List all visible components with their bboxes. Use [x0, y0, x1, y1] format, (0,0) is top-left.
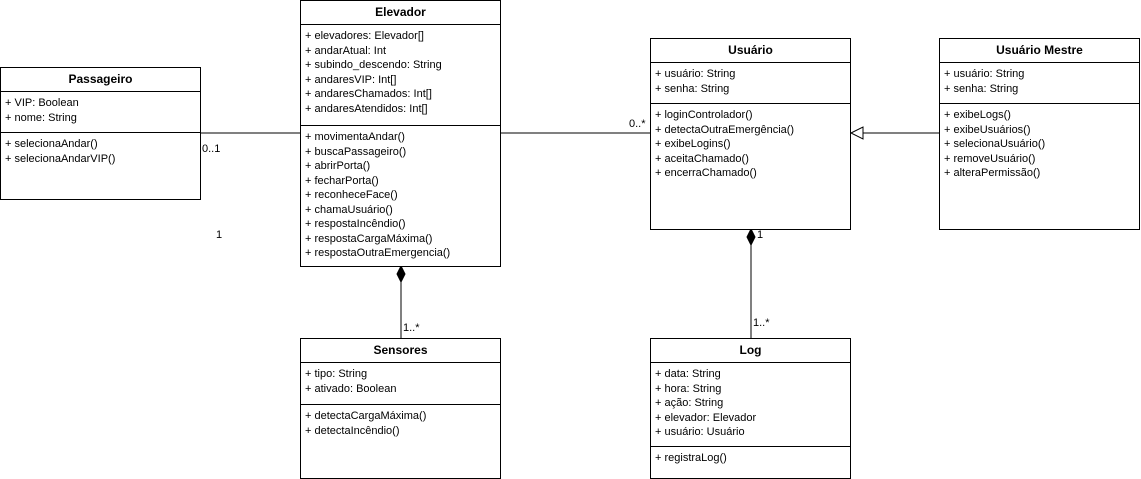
attribute: + ação: String [655, 397, 724, 409]
attribute: + andarAtual: Int [305, 44, 387, 57]
methods-section: + selecionaAndar() + selecionaAndarVIP() [1, 133, 200, 166]
method: + respostaIncêndio() [305, 218, 406, 230]
method: + exibeLogins() [655, 138, 731, 150]
method: + buscaPassageiro() [305, 145, 407, 158]
attribute: + data: String [655, 368, 721, 380]
attribute: + nome: String [5, 111, 77, 124]
attribute: + senha: String [655, 82, 730, 95]
method: + detectaOutraEmergência() [655, 123, 795, 136]
class-log[interactable]: Log + data: String + hora: String + ação… [650, 338, 851, 479]
attribute: + senha: String [944, 82, 1019, 95]
generalization-arrowhead [849, 126, 864, 140]
attribute: + andaresChamados: Int[] [305, 88, 432, 100]
attribute: + usuário: String [944, 68, 1025, 80]
class-title: Sensores [301, 339, 500, 363]
composition-diamond-elevador [396, 264, 406, 284]
attributes-section: + data: String + hora: String + ação: St… [651, 363, 850, 447]
attribute: + VIP: Boolean [5, 97, 79, 109]
class-passageiro[interactable]: Passageiro + VIP: Boolean + nome: String… [0, 67, 201, 200]
method: + respostaOutraEmergencia() [305, 247, 451, 259]
class-title: Passageiro [1, 68, 200, 92]
class-title: Usuário Mestre [940, 39, 1139, 63]
method: + exibeUsuários() [944, 123, 1031, 136]
method: + registraLog() [655, 452, 727, 464]
class-title: Log [651, 339, 850, 363]
attribute: + elevador: Elevador [655, 411, 757, 424]
multiplicity-elevador-sensores: 1..* [403, 322, 420, 334]
multiplicity-passageiro-elevador: 0..1 [202, 143, 221, 155]
attributes-section: + elevadores: Elevador[] + andarAtual: I… [301, 25, 500, 126]
class-title: Elevador [301, 1, 500, 25]
method: + reconheceFace() [305, 189, 398, 201]
attributes-section: + usuário: String + senha: String [651, 63, 850, 104]
method: + loginControlador() [655, 109, 753, 121]
methods-section: + movimentaAndar() + buscaPassageiro() +… [301, 126, 500, 261]
attribute: + tipo: String [305, 368, 368, 380]
multiplicity-usuario-log-bottom: 1..* [753, 317, 770, 329]
method: + aceitaChamado() [655, 152, 749, 165]
class-usuario-mestre[interactable]: Usuário Mestre + usuário: String + senha… [939, 38, 1140, 230]
method: + exibeLogs() [944, 109, 1011, 121]
method: + detectaIncêndio() [305, 424, 400, 437]
attribute: + andaresAtendidos: Int[] [305, 102, 428, 115]
attribute: + hora: String [655, 382, 722, 395]
class-sensores[interactable]: Sensores + tipo: String + ativado: Boole… [300, 338, 501, 479]
composition-diamond-usuario [746, 227, 756, 247]
methods-section: + exibeLogs() + exibeUsuários() + seleci… [940, 104, 1139, 181]
method: + selecionaAndarVIP() [5, 152, 116, 165]
attributes-section: + usuário: String + senha: String [940, 63, 1139, 104]
multiplicity-usuario-log-top: 1 [757, 229, 764, 241]
class-usuario[interactable]: Usuário + usuário: String + senha: Strin… [650, 38, 851, 230]
method: + abrirPorta() [305, 160, 371, 172]
attributes-section: + tipo: String + ativado: Boolean [301, 363, 500, 405]
methods-section: + detectaCargaMáxima() + detectaIncêndio… [301, 405, 500, 438]
class-elevador[interactable]: Elevador + elevadores: Elevador[] + anda… [300, 0, 501, 267]
method: + selecionaUsuário() [944, 138, 1046, 150]
attribute: + subindo_descendo: String [305, 59, 442, 71]
attributes-section: + VIP: Boolean + nome: String [1, 92, 200, 133]
method: + chamaUsuário() [305, 203, 393, 216]
attribute: + usuário: Usuário [655, 426, 745, 438]
method: + detectaCargaMáxima() [305, 410, 427, 422]
attribute: + usuário: String [655, 68, 736, 80]
method: + selecionaAndar() [5, 138, 98, 150]
method: + removeUsuário() [944, 152, 1036, 165]
methods-section: + loginControlador() + detectaOutraEmerg… [651, 104, 850, 181]
multiplicity-elevador-usuario: 0..* [629, 118, 646, 130]
class-title: Usuário [651, 39, 850, 63]
multiplicity-stray-one: 1 [216, 229, 223, 241]
method: + movimentaAndar() [305, 131, 405, 143]
attribute: + andaresVIP: Int[] [305, 73, 397, 86]
method: + respostaCargaMáxima() [305, 232, 433, 245]
method: + fecharPorta() [305, 174, 379, 187]
method: + encerraChamado() [655, 167, 757, 179]
methods-section: + registraLog() [651, 447, 850, 466]
method: + alteraPermissão() [944, 167, 1041, 179]
attribute: + ativado: Boolean [305, 382, 397, 395]
attribute: + elevadores: Elevador[] [305, 30, 424, 42]
